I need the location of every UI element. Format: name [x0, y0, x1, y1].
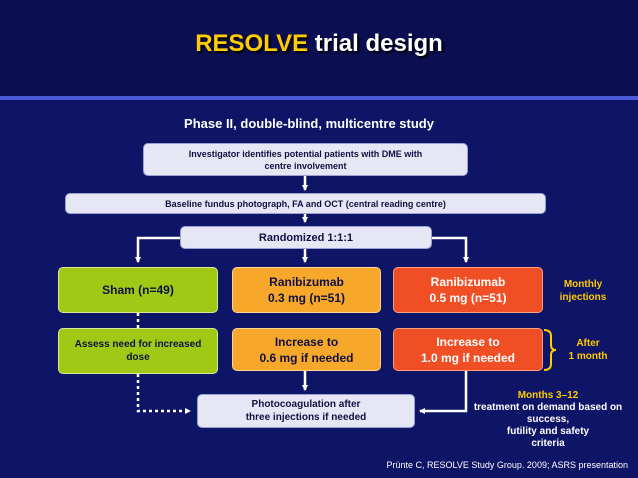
dotted-assess-photocoag	[136, 374, 191, 414]
increase10-box: Increase to 1.0 mg if needed	[393, 328, 543, 371]
months-3-12-note: Months 3–12 treatment on demand based on…	[462, 390, 634, 450]
rani05-box: Ranibizumab 0.5 mg (n=51)	[393, 267, 543, 313]
months-heading: Months 3–12	[517, 390, 579, 401]
rani03-box: Ranibizumab 0.3 mg (n=51)	[232, 267, 381, 313]
title-rest: trial design	[308, 30, 443, 57]
arrow-randomized-sham	[135, 236, 180, 263]
title-area	[0, 0, 638, 96]
after-bracket	[543, 329, 557, 371]
title-divider	[0, 96, 638, 100]
title-highlight: RESOLVE	[195, 30, 309, 57]
assess-box: Assess need for increased dose	[58, 328, 218, 374]
investigator-box: Investigator identifies potential patien…	[143, 143, 468, 176]
citation-footer: Prünte C, RESOLVE Study Group. 2009; ASR…	[386, 460, 628, 470]
baseline-box: Baseline fundus photograph, FA and OCT (…	[65, 193, 546, 214]
study-subtitle: Phase II, double-blind, multicentre stud…	[184, 116, 434, 131]
monthly-injections-label: Monthly injections	[559, 279, 607, 303]
increase06-box: Increase to 0.6 mg if needed	[232, 328, 381, 371]
arrow-increase10-photocoag	[419, 371, 468, 414]
after-1-month-label: After 1 month	[568, 338, 608, 362]
slide-title: RESOLVE trial design	[0, 30, 638, 58]
photocoagulation-box: Photocoagulation after three injections …	[197, 394, 415, 428]
months-body: treatment on demand based on success, fu…	[473, 402, 623, 449]
sham-box: Sham (n=49)	[58, 267, 218, 313]
arrow-randomized-rani05	[432, 236, 469, 263]
randomized-box: Randomized 1:1:1	[180, 226, 432, 249]
